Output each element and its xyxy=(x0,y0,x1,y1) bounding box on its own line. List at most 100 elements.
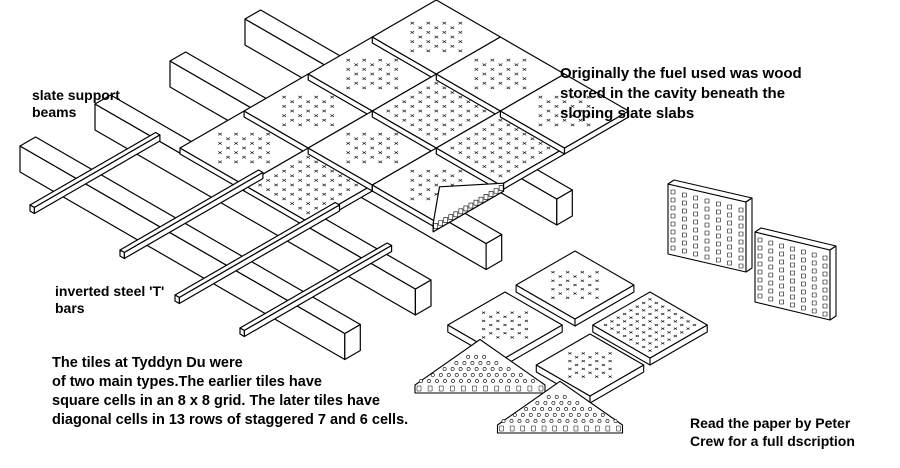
upright-cell xyxy=(779,283,784,289)
half-tile-edge xyxy=(531,425,536,432)
support-beam xyxy=(19,136,361,361)
tile-cell xyxy=(354,63,359,67)
upright-cell xyxy=(704,222,710,228)
tile-cell xyxy=(314,95,319,99)
tile-cell xyxy=(378,160,383,164)
loose-tile-cell xyxy=(641,331,646,334)
upright-cell xyxy=(727,260,732,266)
edge-cell xyxy=(493,188,499,194)
loose-tile-cell xyxy=(654,345,659,349)
tile-cell xyxy=(394,132,399,136)
tile-cell xyxy=(490,160,495,164)
loose-tile-cell xyxy=(667,338,671,341)
tile-cell xyxy=(442,95,447,99)
loose-tile-cell xyxy=(496,311,500,314)
half-tile-cell xyxy=(565,419,570,423)
tile-cell xyxy=(394,141,399,145)
upright-cell xyxy=(811,284,817,290)
loose-tile-cell xyxy=(595,296,599,300)
tile-cell xyxy=(298,123,303,127)
upright-cell xyxy=(738,239,744,245)
tile-cell xyxy=(330,197,335,201)
tile-cell xyxy=(314,123,319,127)
slate-support-line-1: slate support xyxy=(32,87,120,103)
upright-tile xyxy=(667,179,753,273)
tile-cell xyxy=(346,67,351,71)
loose-tile-cell xyxy=(635,312,640,316)
tile-cell xyxy=(330,104,335,108)
upright-cell xyxy=(779,243,784,249)
loose-tile-cell xyxy=(622,327,627,330)
half-tile-edge xyxy=(472,385,477,392)
loose-tile-cell xyxy=(581,367,586,371)
upright-cell xyxy=(727,212,732,218)
tile-cell xyxy=(362,132,367,136)
tile-cell xyxy=(410,114,415,118)
tile-cell xyxy=(434,81,439,85)
half-tile-cell xyxy=(466,355,471,359)
half-tile-cell xyxy=(564,407,569,411)
tile-cell xyxy=(538,123,543,127)
upright-cell xyxy=(768,256,774,262)
tile-cell xyxy=(218,141,223,145)
tile-cell xyxy=(490,141,495,145)
loose-tile-cell xyxy=(595,270,599,274)
tile-cell xyxy=(442,40,447,44)
loose-tile-cell xyxy=(622,320,627,323)
tile-cell xyxy=(402,109,407,113)
tile-cell xyxy=(434,183,439,187)
upright-cell xyxy=(693,243,698,249)
loose-tile-cell xyxy=(601,371,606,375)
upright-cell xyxy=(727,244,732,250)
tile-cell xyxy=(306,202,311,205)
tile-cell xyxy=(410,40,415,44)
tile-cell xyxy=(514,165,519,168)
tile-cell xyxy=(514,155,519,159)
loose-tile-cell xyxy=(503,315,507,319)
tile-cell xyxy=(506,77,511,81)
half-tile-cell xyxy=(462,373,467,377)
tile-cell xyxy=(450,44,455,48)
half-tile-cell xyxy=(524,407,529,411)
upright-cell xyxy=(716,241,721,247)
upright-cell xyxy=(779,251,784,257)
half-tile-cell xyxy=(467,379,471,383)
tile-cell xyxy=(306,192,311,196)
tile-cell xyxy=(490,58,495,62)
tile-cell xyxy=(426,30,431,34)
tile-cell xyxy=(362,77,367,81)
loose-tile-cell xyxy=(558,283,563,287)
loose-tile-cell xyxy=(568,375,572,378)
tile-cell xyxy=(330,95,335,99)
half-tile-cell xyxy=(470,373,475,377)
half-tile-cell xyxy=(482,355,487,359)
tile-cell xyxy=(498,146,503,150)
tile-cell xyxy=(218,132,223,136)
tile-cell xyxy=(434,109,439,113)
upright-cell xyxy=(704,238,710,244)
tile-cell xyxy=(362,67,367,71)
half-tile-cell xyxy=(478,361,483,365)
upright-cell xyxy=(768,280,774,286)
tile-cell xyxy=(346,188,351,192)
loose-tile-cell xyxy=(654,331,659,334)
half-tile-cell xyxy=(454,373,459,377)
half-tile-cell xyxy=(498,367,503,371)
half-tile-cell xyxy=(544,413,549,417)
loose-tile-cell xyxy=(568,352,572,355)
tile-cell xyxy=(282,95,287,99)
upright-cell xyxy=(790,246,795,252)
tile-cell xyxy=(522,160,527,164)
upright-cell xyxy=(693,235,698,241)
tile-cell xyxy=(330,114,335,118)
tile-cell xyxy=(410,21,415,25)
upright-cell xyxy=(716,217,721,223)
upright-cell xyxy=(757,269,763,275)
tile-cell xyxy=(426,178,431,182)
upright-cell xyxy=(757,245,763,251)
tile-cell xyxy=(410,104,415,108)
tile-cell xyxy=(458,95,463,99)
loose-tile-cell xyxy=(648,327,652,330)
tile-cell xyxy=(378,77,383,81)
tile-cell xyxy=(570,114,575,118)
